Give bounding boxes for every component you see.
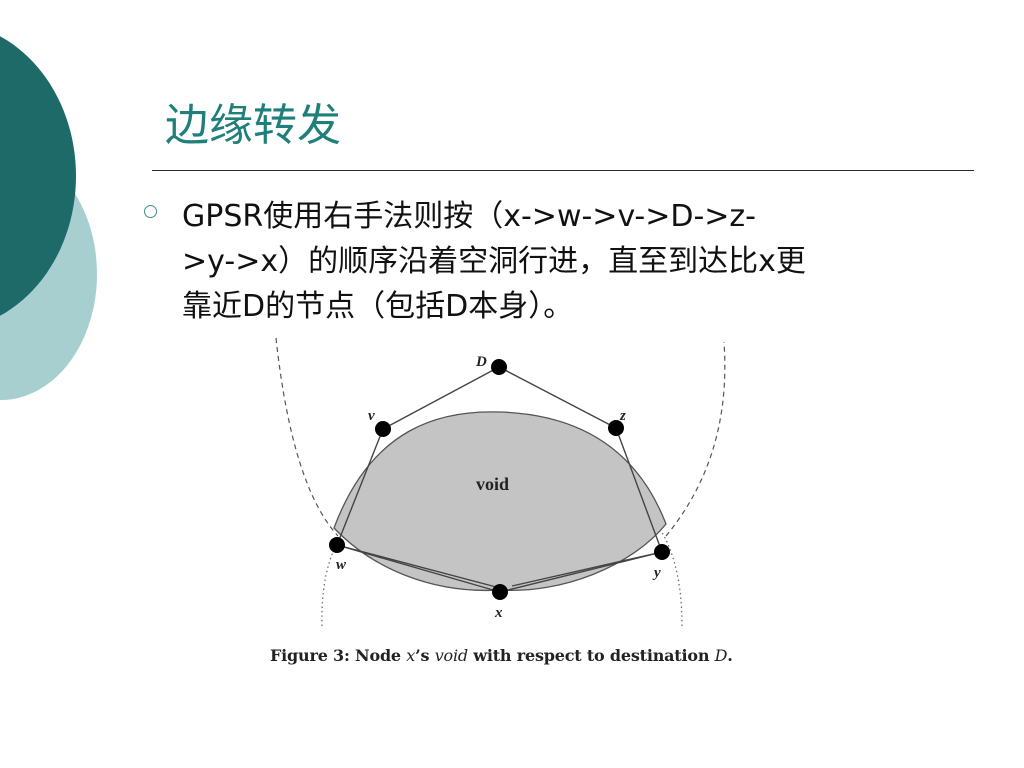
slide-title: 边缘转发 <box>165 100 341 151</box>
node-label-w: w <box>336 557 347 573</box>
node-label-z: z <box>619 408 626 424</box>
node-label-v: v <box>368 408 375 424</box>
void-figure: D v z w y x void <box>262 336 742 636</box>
void-diagram: D v z w y x void <box>275 337 726 627</box>
node-x <box>492 584 508 600</box>
bullet-circle-icon <box>144 205 157 218</box>
bullet-line: 靠近D的节点（包括D本身）。 <box>182 289 574 324</box>
node-y <box>654 544 670 560</box>
perimeter-edges <box>336 366 663 593</box>
node-label-x: x <box>494 605 503 621</box>
bullet-text: GPSR使用右手法则按（x->w->v->D->z- >y->x）的顺序沿着空洞… <box>182 194 942 329</box>
range-arc-dashed <box>275 337 726 537</box>
void-region <box>333 411 667 592</box>
caption-prefix: Figure 3: Node <box>270 646 407 665</box>
caption-suffix: . <box>727 646 733 665</box>
bullet-line: GPSR使用右手法则按（x->w->v->D->z- <box>182 199 756 234</box>
caption-middle: with respect to destination <box>467 646 715 665</box>
node-v <box>375 421 391 437</box>
void-label: void <box>476 474 509 494</box>
node-w <box>329 537 345 553</box>
node-label-y: y <box>652 565 661 581</box>
node-d <box>491 359 507 375</box>
node-z <box>608 420 624 436</box>
bullet-line: >y->x）的顺序沿着空洞行进，直至到达比x更 <box>182 244 806 279</box>
title-divider <box>152 170 974 171</box>
caption-node: x <box>406 646 416 665</box>
node-label-d: D <box>475 354 487 370</box>
caption-possessive: ’s <box>415 646 435 665</box>
figure-caption: Figure 3: Node x’s void with respect to … <box>270 646 733 665</box>
caption-dest: D <box>714 646 728 665</box>
caption-void-word: void <box>434 646 468 665</box>
